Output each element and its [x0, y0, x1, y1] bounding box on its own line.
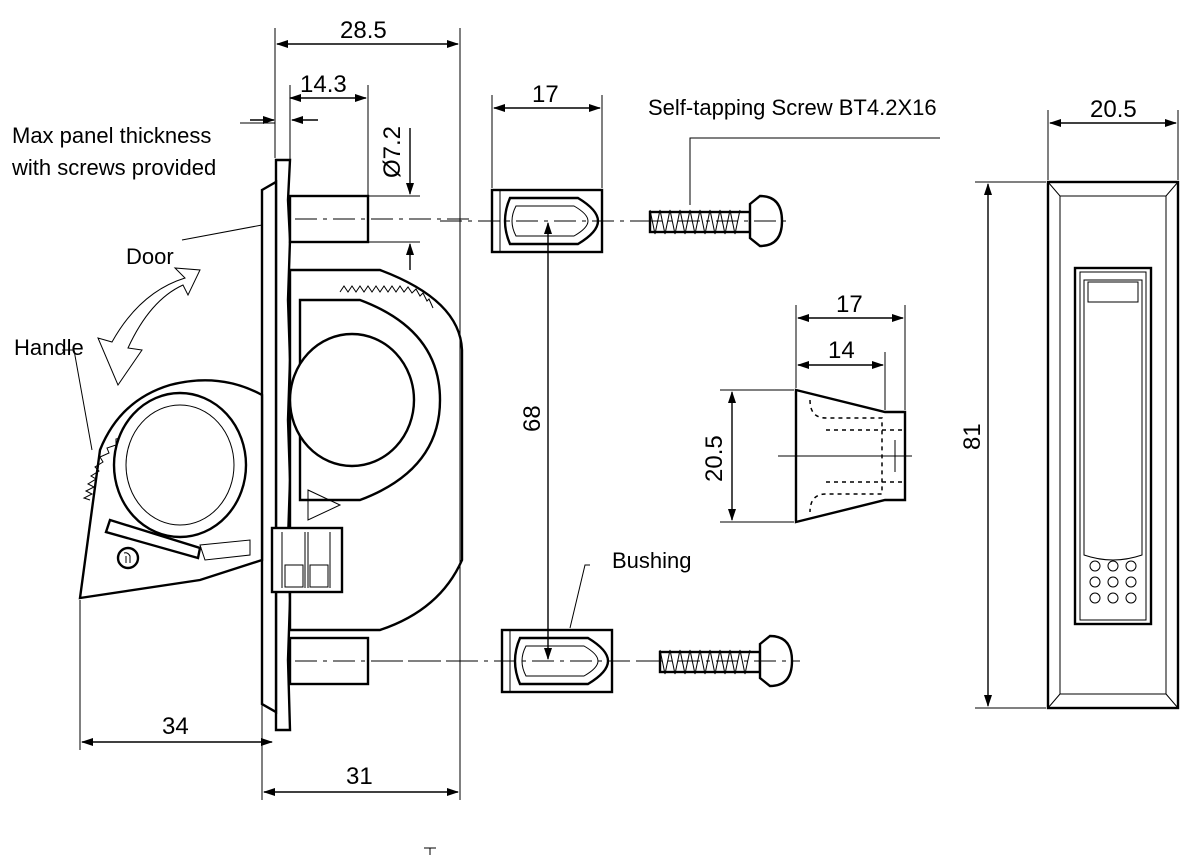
gear-teeth: [339, 285, 434, 309]
dim-diam-7-2: Ø7.2: [379, 126, 406, 178]
door-label: Door: [126, 244, 174, 269]
dim-34: 34: [162, 713, 189, 740]
dim-20-5-bushing: 20.5: [701, 435, 728, 482]
max-panel-label-line1: Max panel thickness: [12, 123, 211, 148]
top-bushing: [440, 188, 640, 254]
rotation-arrow-icon: [97, 267, 201, 387]
bottom-screw: [640, 634, 800, 688]
top-screw: [640, 194, 792, 248]
dim-20-5-front: 20.5: [1090, 96, 1137, 123]
max-panel-label-line2: with screws provided: [11, 155, 216, 180]
dim-28-5: 28.5: [340, 17, 387, 44]
bottom-bushing: [380, 628, 640, 694]
bezel-flange: [260, 179, 278, 715]
door-panel: [274, 158, 292, 732]
bushing-dimensions: [491, 95, 940, 660]
side-dimensions: [79, 28, 461, 800]
logo-icon: [116, 546, 140, 570]
housing-oval: [288, 332, 416, 468]
dim-17-top: 17: [532, 81, 559, 108]
dim-17-bushing: 17: [836, 291, 863, 318]
dim-14-bushing: 14: [828, 337, 855, 364]
front-view: [975, 110, 1180, 710]
handle-ring: [112, 391, 248, 539]
dim-81: 81: [959, 423, 986, 450]
bushing-section: [720, 305, 912, 524]
grip-dots: [1089, 560, 1137, 604]
dim-14-3: 14.3: [300, 71, 347, 98]
bushing-label: Bushing: [612, 548, 692, 573]
side-view: [62, 122, 470, 732]
dim-31: 31: [346, 763, 373, 790]
screw-label: Self-tapping Screw BT4.2X16: [648, 95, 937, 120]
dim-68: 68: [519, 405, 546, 432]
handle-label: Handle: [14, 335, 84, 360]
